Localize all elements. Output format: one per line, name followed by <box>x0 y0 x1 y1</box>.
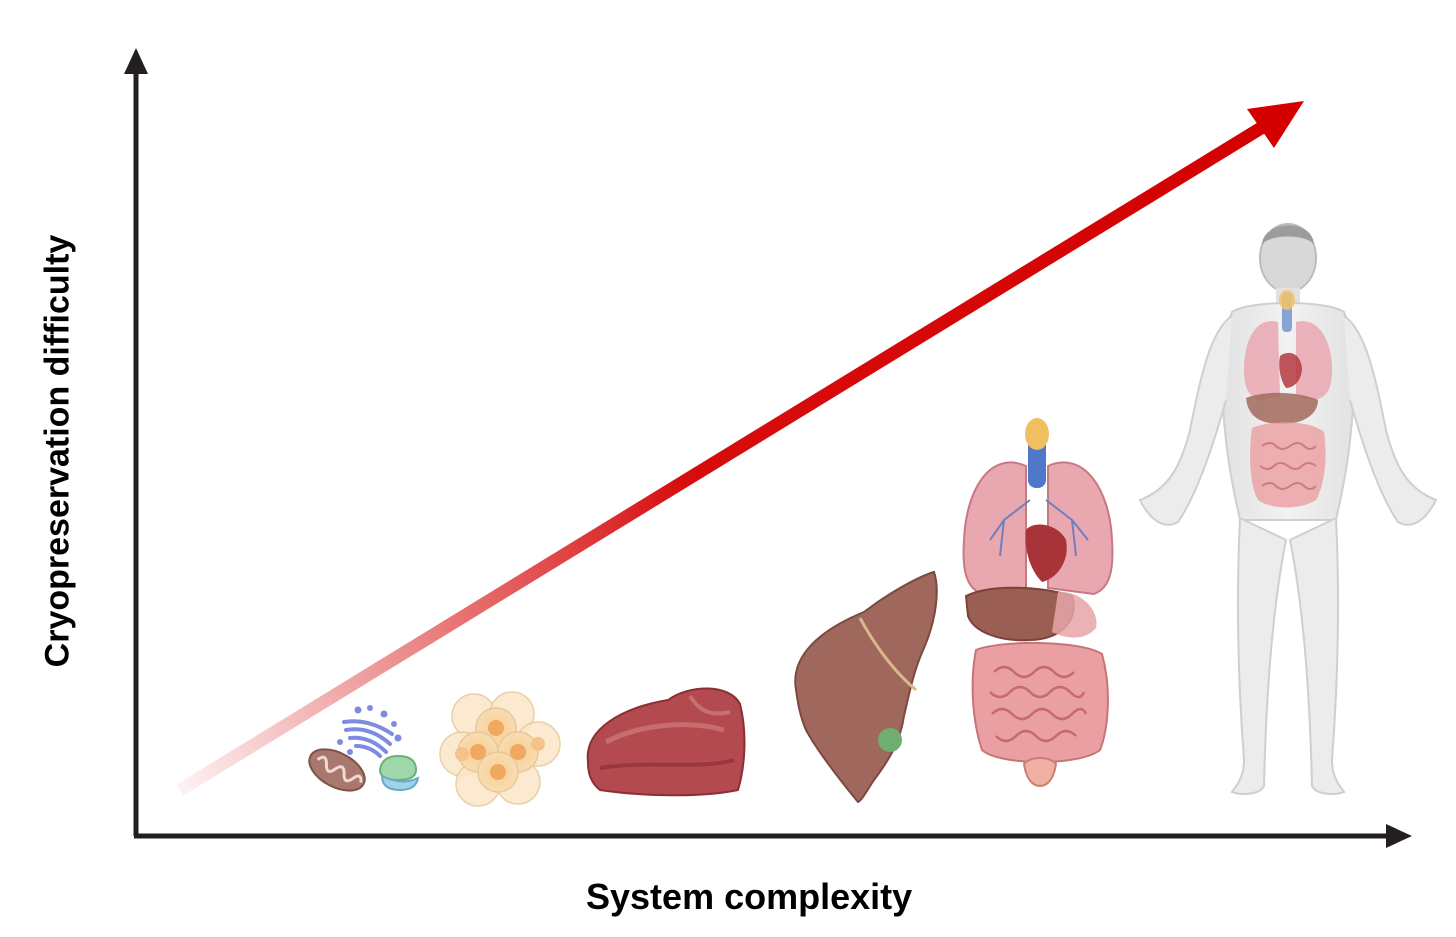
golgi-apparatus-icon <box>337 705 402 758</box>
trend-arrow <box>176 101 1304 796</box>
mitochondrion-icon <box>308 748 366 792</box>
trend-arrow-shaft <box>176 119 1270 796</box>
y-axis-label: Cryopreservation difficulty <box>38 234 77 668</box>
axes <box>124 48 1412 848</box>
cell-cluster-icon <box>439 691 561 807</box>
liver-icon <box>794 570 938 804</box>
y-axis-arrowhead <box>124 48 148 74</box>
x-axis-label: System complexity <box>586 876 913 917</box>
organ-systems-icon <box>962 418 1114 788</box>
x-axis-arrowhead <box>1386 824 1412 848</box>
organelles-icon-group <box>308 705 420 792</box>
human-body-icon <box>1138 223 1438 795</box>
ribosome-icon <box>378 754 420 792</box>
tissue-icon <box>586 687 746 797</box>
trend-arrow-head <box>1247 101 1304 148</box>
